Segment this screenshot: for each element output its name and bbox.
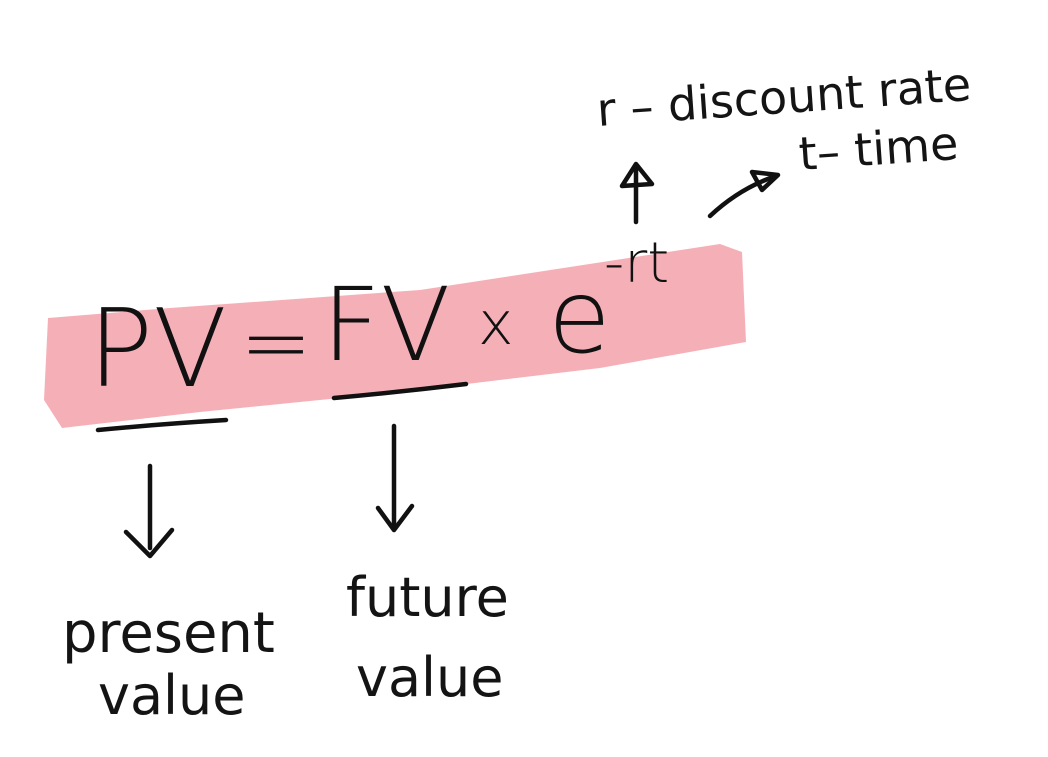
pv-underline bbox=[95, 417, 229, 433]
formula-fv: FV bbox=[322, 266, 450, 385]
fv-underline bbox=[331, 381, 469, 401]
present-value-label: present value bbox=[62, 601, 275, 727]
present-value-line1: present bbox=[62, 601, 275, 666]
future-value-line1: future bbox=[346, 566, 509, 629]
fv-down-arrow-icon bbox=[375, 423, 415, 533]
future-value-line2: value bbox=[356, 646, 504, 709]
formula-highlight bbox=[44, 244, 746, 428]
present-value-line2: value bbox=[98, 664, 246, 727]
formula-equals: = bbox=[240, 293, 312, 393]
formula-exponent: -rt bbox=[604, 231, 669, 296]
pv-down-arrow-icon bbox=[123, 463, 175, 559]
t-diagonal-arrow-icon bbox=[707, 169, 781, 219]
r-up-arrow-icon bbox=[619, 161, 655, 225]
formula: PV = FV x e -rt bbox=[88, 231, 669, 412]
future-value-label: future value bbox=[346, 566, 509, 709]
formula-times: x bbox=[478, 289, 514, 359]
formula-base-e: e bbox=[548, 258, 611, 377]
formula-pv: PV bbox=[88, 287, 227, 412]
t-definition-label: t– time bbox=[797, 116, 960, 181]
